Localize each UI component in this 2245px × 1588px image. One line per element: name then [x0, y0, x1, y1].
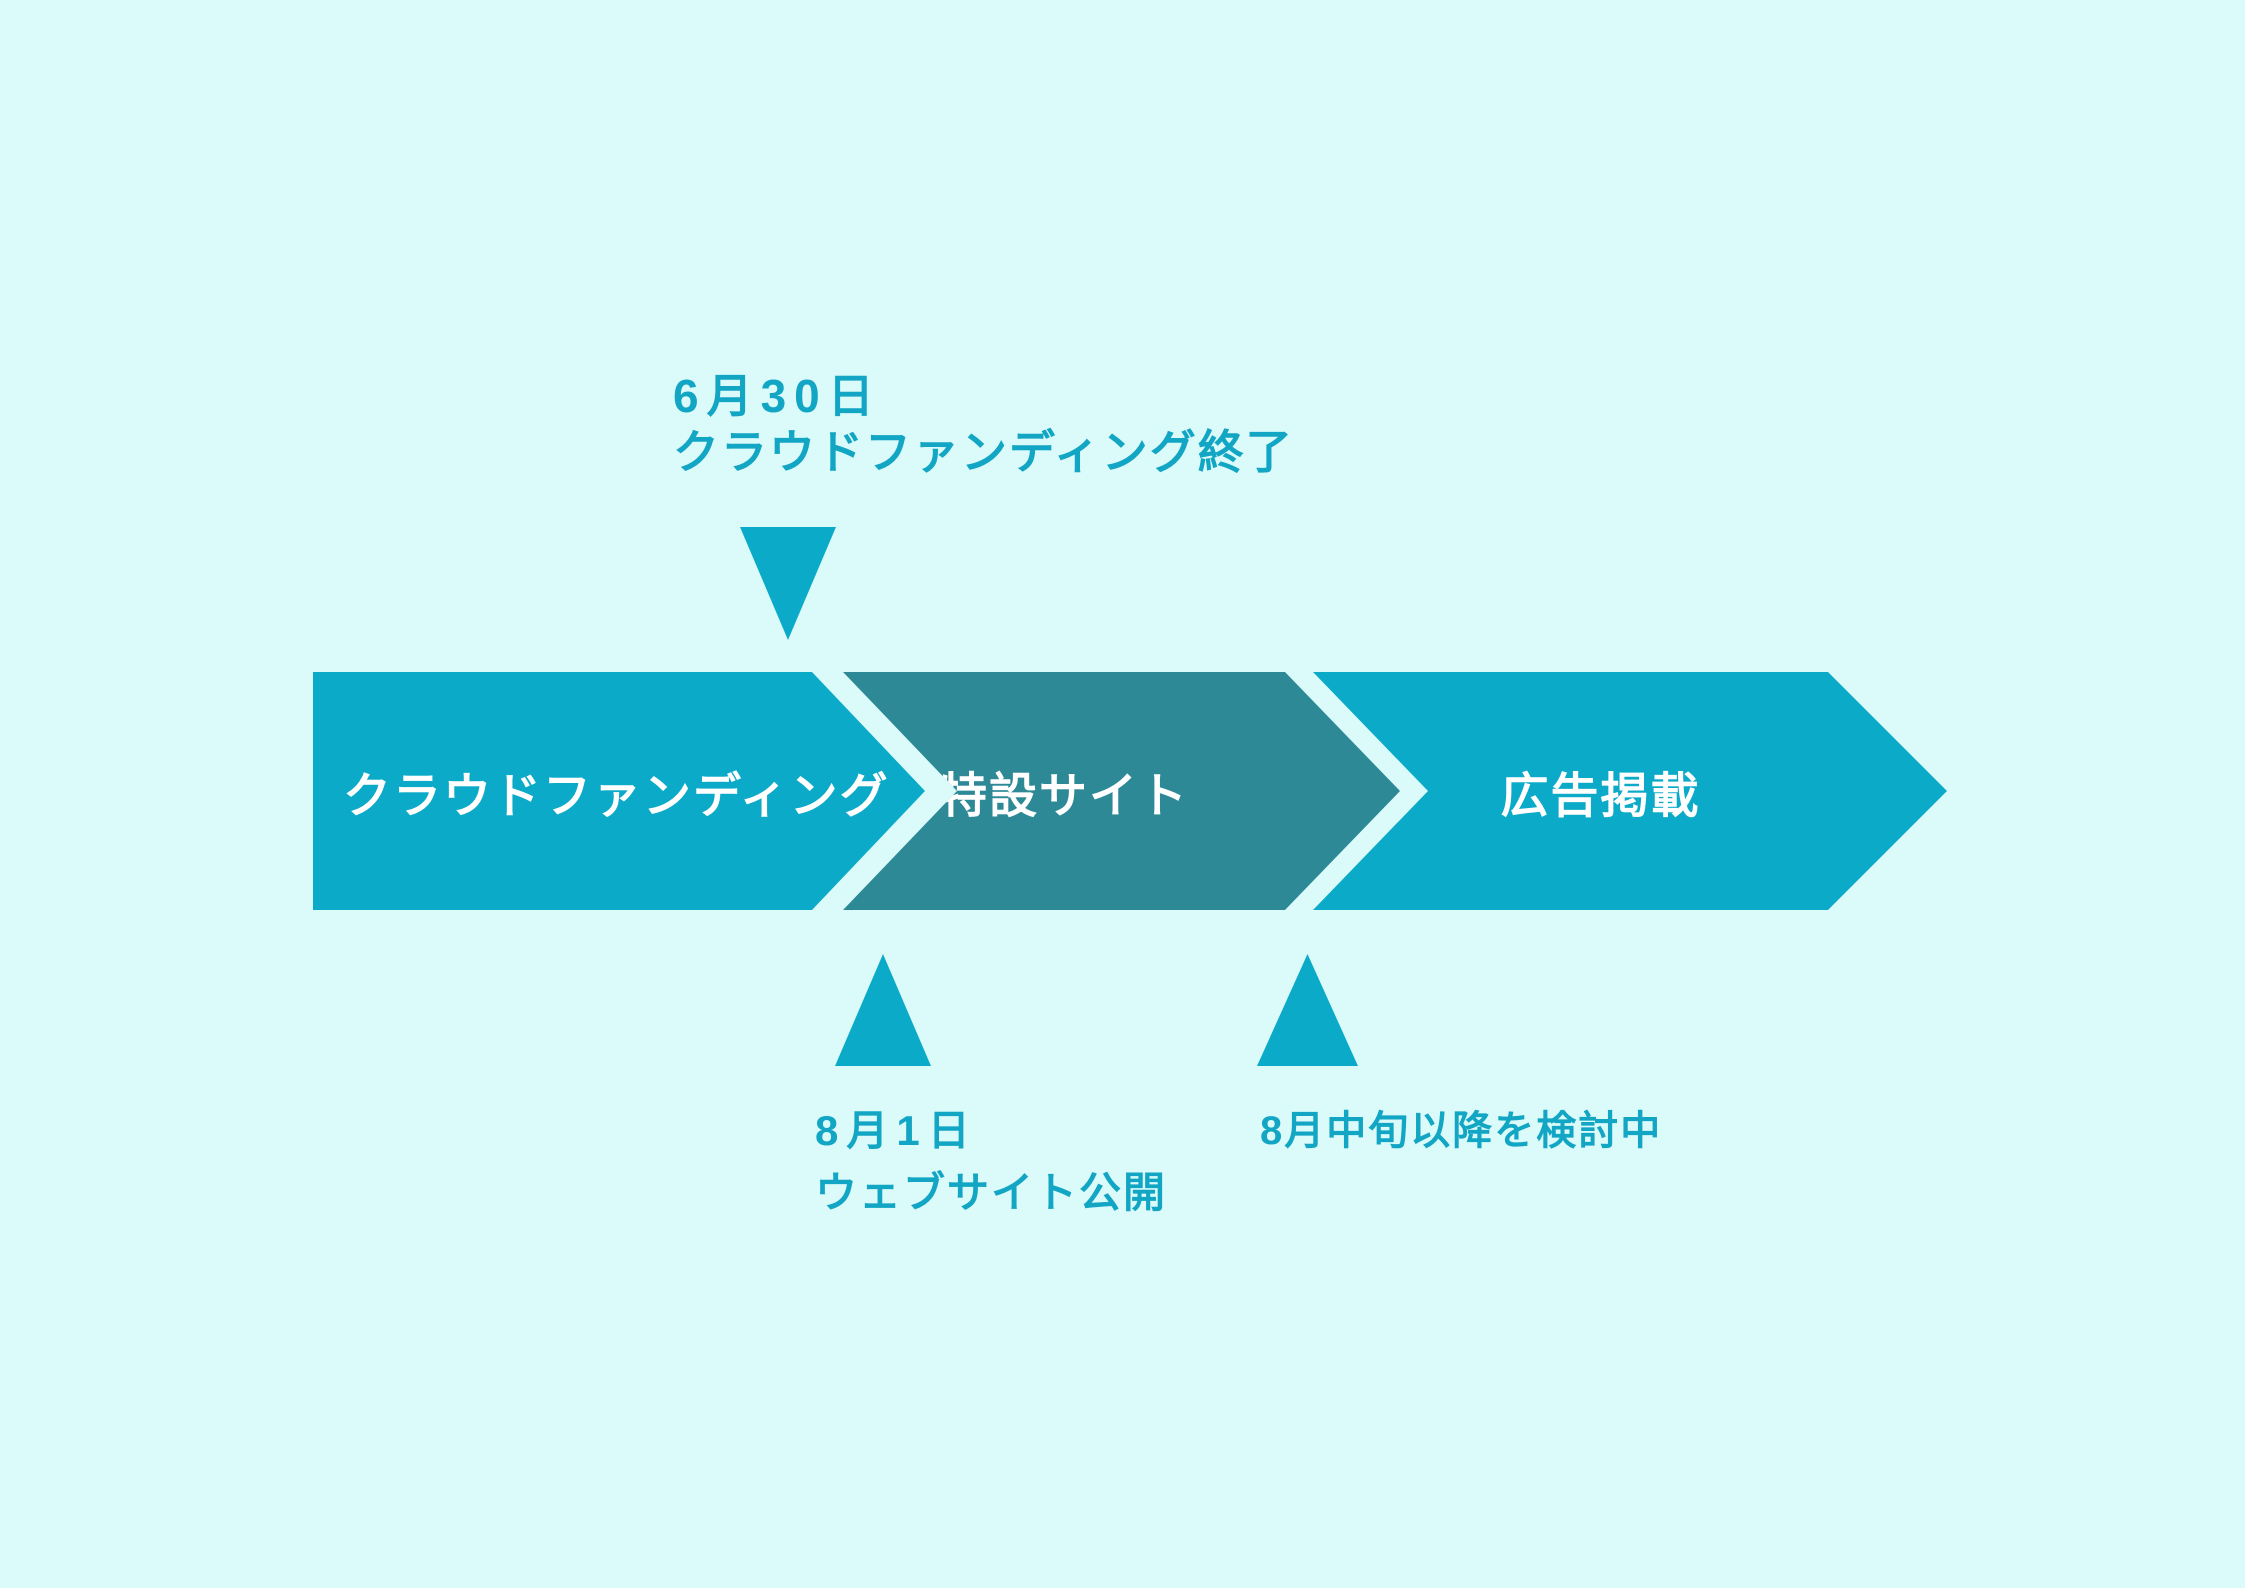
- stage-label: 広告掲載: [1500, 770, 1701, 823]
- stage-label: 特設サイト: [938, 770, 1189, 823]
- annotation-website-launch: 8月1日 ウェブサイト公開: [815, 1100, 1167, 1224]
- triangle-up-icon: [1257, 954, 1358, 1066]
- annotation-date: 8月1日: [815, 1107, 978, 1154]
- annotation-description: ウェブサイト公開: [815, 1169, 1168, 1216]
- stage-label: クラウドファンディング: [343, 770, 890, 823]
- annotation-description: 8月中旬以降を検討中: [1260, 1109, 1663, 1153]
- stage-arrow-ad-placement: 広告掲載: [1313, 672, 1947, 910]
- triangle-up-icon: [835, 954, 931, 1066]
- stage-arrow-special-site: 特設サイト: [843, 672, 1400, 910]
- triangle-down-icon: [740, 527, 836, 640]
- annotation-crowdfunding-end: 6月30日 クラウドファンディング終了: [673, 368, 1294, 480]
- annotation-ad-consideration: 8月中旬以降を検討中: [1260, 1100, 1662, 1162]
- stage-arrow-crowdfunding: クラウドファンディング: [313, 672, 925, 910]
- annotation-date: 6月30日: [673, 370, 882, 422]
- annotation-description: クラウドファンディング終了: [673, 426, 1294, 478]
